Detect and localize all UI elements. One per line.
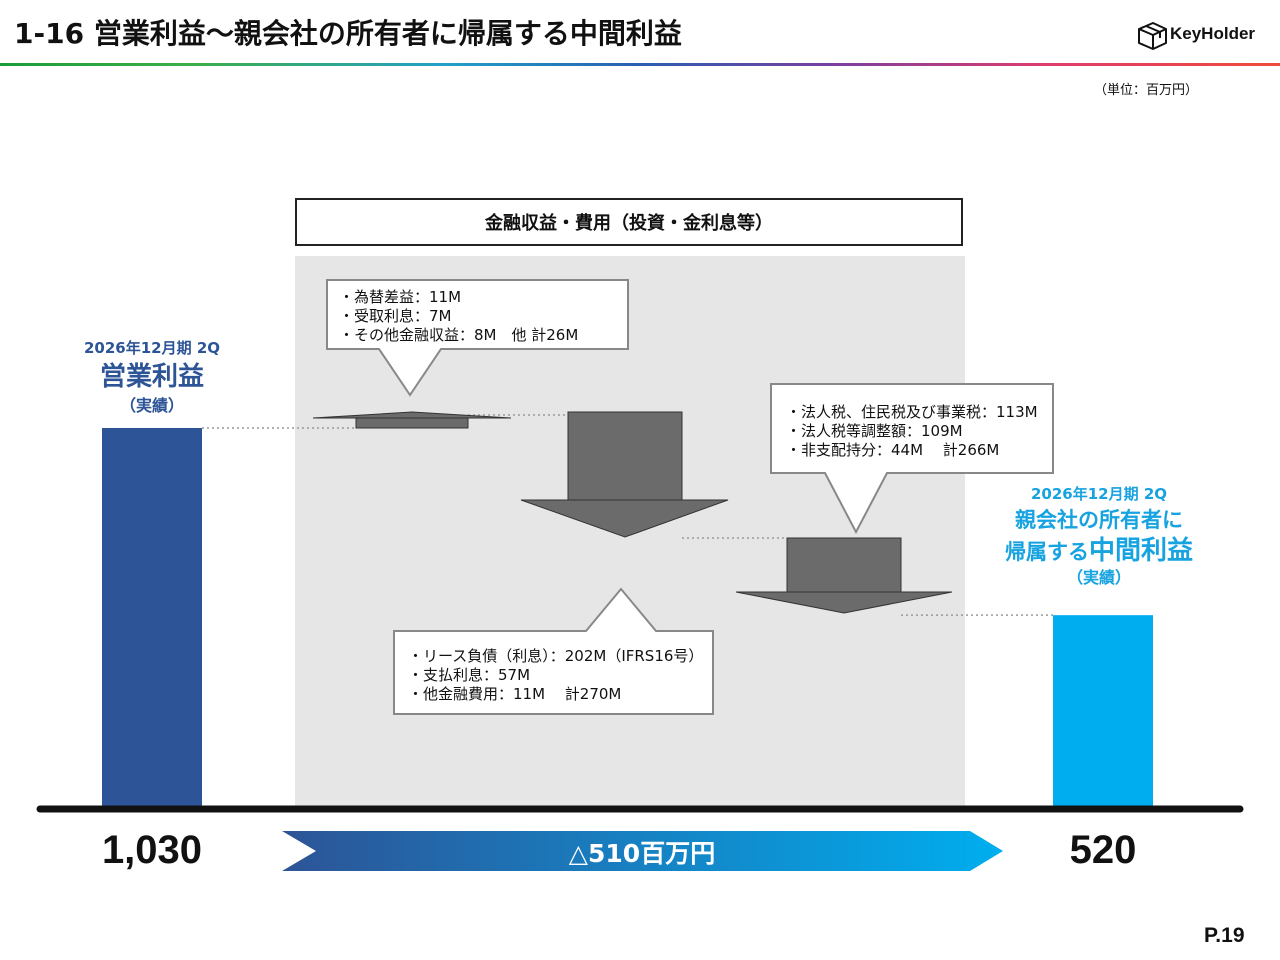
header-divider <box>0 63 1280 66</box>
callout-line: ・支払利息：57M <box>408 666 531 684</box>
left-bar-note: （実績） <box>119 396 184 415</box>
keyholder-logo-icon <box>1138 22 1167 50</box>
callout-finance-cost <box>393 587 714 715</box>
callout-line: ・リース負債（利息）：202M（IFRS16号） <box>408 647 704 665</box>
step-finance-cost-arrow <box>520 499 729 538</box>
left-bar-value: 1,030 <box>101 828 203 872</box>
unit-label: （単位：百万円） <box>1094 83 1199 98</box>
step-tax-nci <box>786 537 902 594</box>
step-tax-nci-arrow <box>735 591 953 614</box>
callout-line: ・他金融費用：11M 計270M <box>408 685 622 703</box>
callout-finance-income <box>326 279 629 397</box>
page-title: 1-16 営業利益～親会社の所有者に帰属する中間利益 <box>14 17 682 50</box>
callout-line: ・法人税等調整額：109M <box>786 422 963 440</box>
right-bar-name-emphasis: 中間利益 <box>1088 536 1193 566</box>
callout-tax-text: ・法人税、住民税及び事業税：113M ・法人税等調整額：109M ・非支配持分：… <box>786 403 1038 460</box>
callout-line: ・その他金融収益：8M 他 計26M <box>339 326 579 344</box>
right-bar-name-prefix: 帰属する <box>1004 540 1089 564</box>
bar-operating-profit <box>102 428 202 806</box>
delta-arrow <box>282 831 1003 871</box>
callout-finance-cost-text: ・リース負債（利息）：202M（IFRS16号） ・支払利息：57M ・他金融費… <box>408 647 703 704</box>
left-bar-name: 営業利益 <box>99 362 204 392</box>
callout-line: ・受取利息：7M <box>339 307 452 325</box>
brand-name: KeyHolder <box>1170 24 1256 43</box>
bar-interim-profit <box>1053 615 1153 806</box>
delta-label: △510百万円 <box>568 839 716 868</box>
step-finance-income-arrow <box>312 411 512 419</box>
callout-finance-income-text: ・為替差益：11M ・受取利息：7M ・その他金融収益：8M 他 計26M <box>339 288 578 345</box>
left-bar-period: 2026年12月期 2Q <box>83 339 221 357</box>
callout-line: ・非支配持分：44M 計266M <box>786 441 1000 459</box>
right-bar-name-line2: 帰属する中間利益 <box>979 530 1219 567</box>
page-number: P.19 <box>1204 924 1245 947</box>
right-bar-value: 520 <box>1069 828 1137 872</box>
right-bar-name-line1: 親会社の所有者に <box>1015 508 1183 532</box>
callout-tax <box>770 383 1054 535</box>
callout-line: ・法人税、住民税及び事業税：113M <box>786 403 1038 421</box>
section-label: 金融収益・費用（投資・金利息等） <box>295 198 963 246</box>
right-bar-note: （実績） <box>1066 568 1131 587</box>
callout-line: ・為替差益：11M <box>339 288 462 306</box>
right-bar-period: 2026年12月期 2Q <box>1030 485 1168 503</box>
step-finance-cost <box>567 411 683 502</box>
